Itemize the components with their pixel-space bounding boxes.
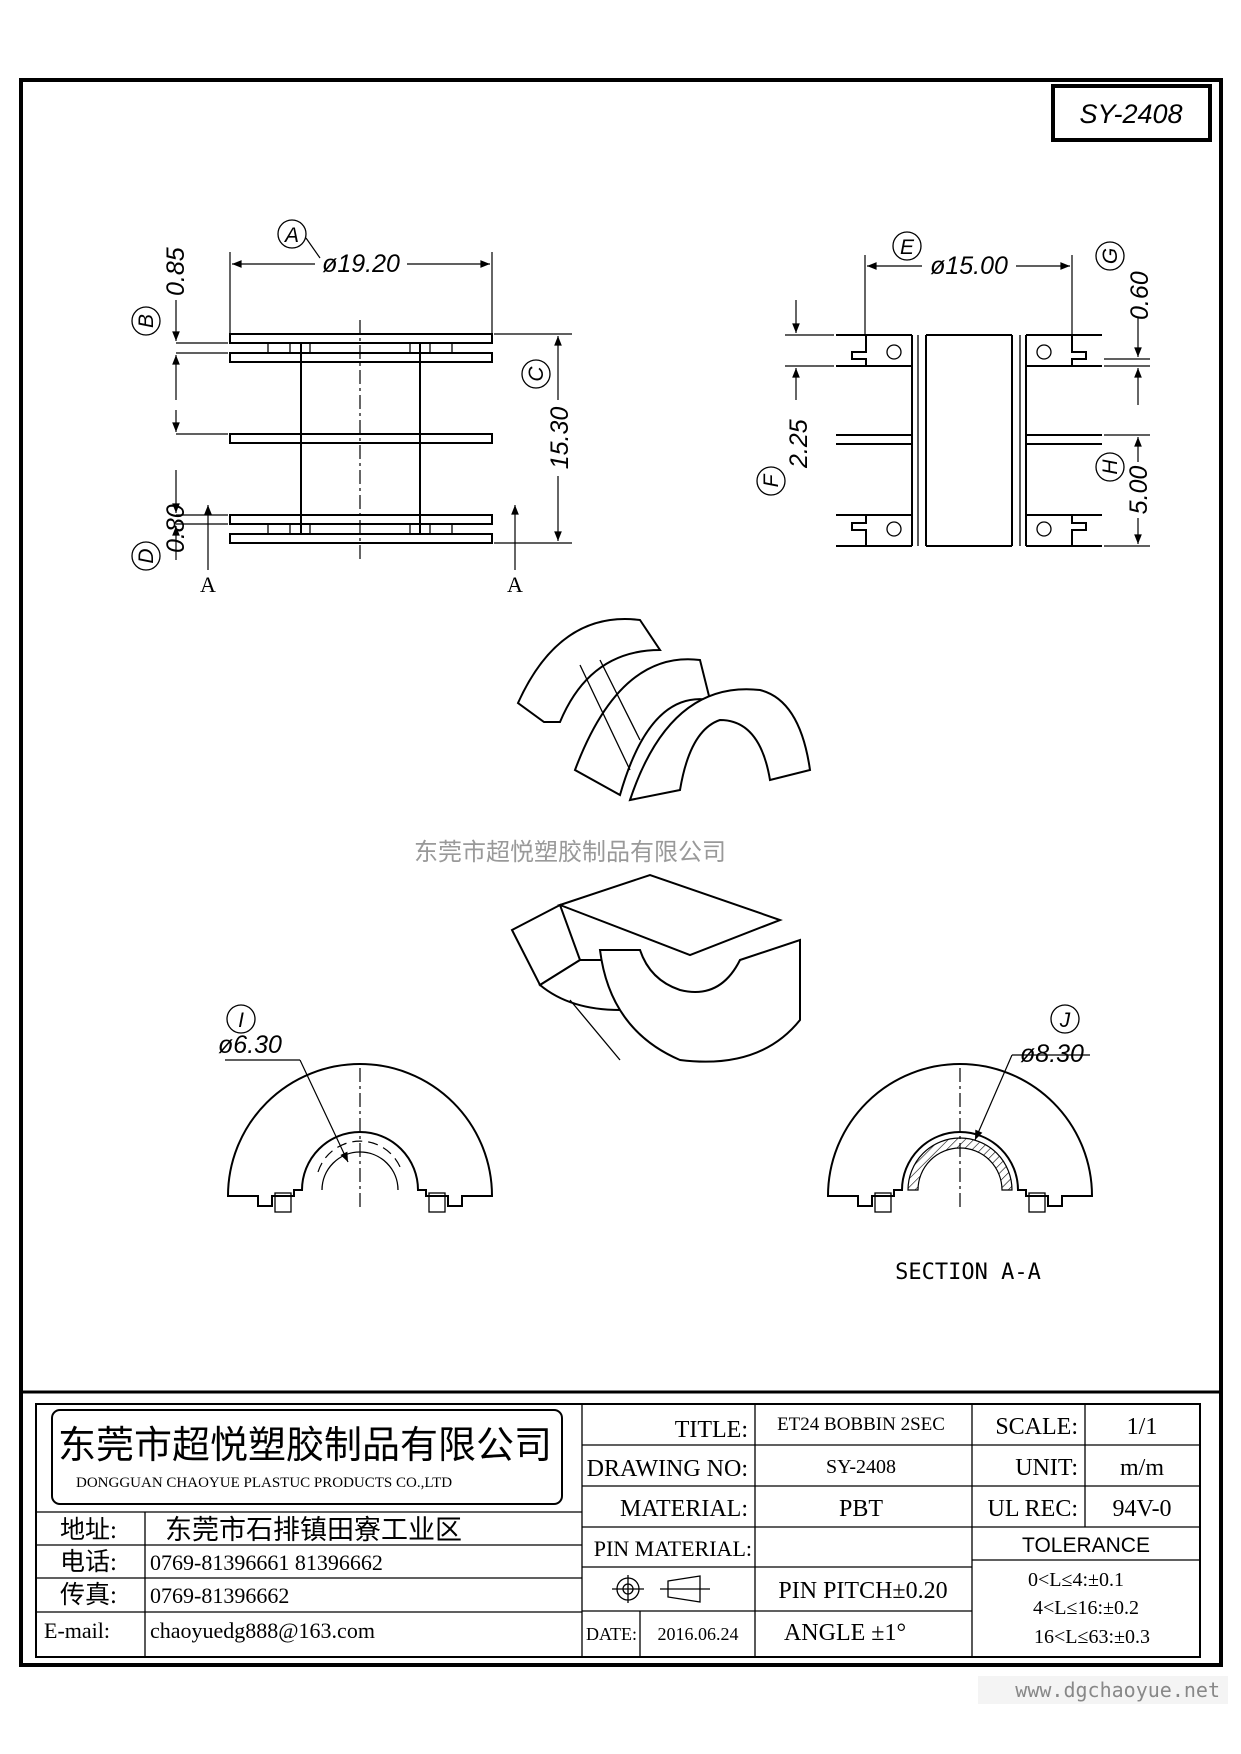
- address: 东莞市石排镇田寮工业区: [165, 1515, 462, 1545]
- company-name-en: DONGGUAN CHAOYUE PLASTUC PRODUCTS CO.,LT…: [76, 1475, 452, 1491]
- angle: ANGLE ±1°: [784, 1620, 906, 1646]
- dim-b-value: 0.85: [162, 247, 190, 296]
- phone-label: 电话:: [60, 1548, 117, 1576]
- unit-label: UNIT:: [1015, 1455, 1078, 1481]
- part-number-box: SY-2408: [1051, 84, 1212, 142]
- dim-j-value: ø8.30: [1020, 1040, 1084, 1068]
- scale-label: SCALE:: [995, 1414, 1078, 1440]
- sheet-border: [19, 78, 1223, 1667]
- scale-value: 1/1: [1127, 1414, 1158, 1440]
- section-mark-right: A: [507, 572, 523, 597]
- unit-value: m/m: [1120, 1455, 1164, 1481]
- date-value: 2016.06.24: [658, 1624, 739, 1644]
- pin-pitch: PIN PITCH±0.20: [778, 1578, 947, 1604]
- section-caption: SECTION A-A: [895, 1260, 1041, 1285]
- drawing-no-label: DRAWING NO:: [587, 1456, 748, 1482]
- drawing-no-value: SY-2408: [826, 1456, 896, 1478]
- email: chaoyuedg888@163.com: [150, 1618, 375, 1643]
- dim-d-value: 0.80: [162, 504, 190, 553]
- dim-g-tag: G: [1099, 248, 1122, 264]
- material-value: PBT: [839, 1496, 883, 1522]
- ul-value: 94V-0: [1112, 1496, 1171, 1522]
- watermark: 东莞市超悦塑胶制品有限公司: [414, 839, 726, 866]
- dim-i-value: ø6.30: [218, 1031, 282, 1059]
- bottom-left-view: ø6.30 I: [218, 1004, 494, 1213]
- pin-material-label: PIN MATERIAL:: [594, 1536, 752, 1561]
- dim-b-tag: B: [135, 314, 158, 328]
- isometric-lower-half: [510, 873, 801, 1063]
- date-label: DATE:: [586, 1624, 637, 1644]
- address-label: 地址:: [60, 1516, 117, 1544]
- top-view: ø19.20 A 0.85 B 15.30 C 0.80 D A A: [131, 219, 574, 597]
- dim-h-value: 5.00: [1125, 466, 1153, 515]
- ul-label: UL REC:: [988, 1496, 1078, 1522]
- dim-d-tag: D: [135, 548, 158, 563]
- site-url: www.dgchaoyue.net: [1015, 1678, 1220, 1702]
- company-name-cn: 东莞市超悦塑胶制品有限公司: [58, 1425, 552, 1467]
- dim-a-tag: A: [283, 224, 299, 247]
- dim-j-tag: J: [1059, 1009, 1071, 1032]
- dim-g-value: 0.60: [1126, 271, 1154, 320]
- tolerance-label: TOLERANCE: [1022, 1534, 1150, 1557]
- title-label: TITLE:: [675, 1417, 748, 1443]
- tolerance-range-1: 0<L≤4:±0.1: [1028, 1569, 1124, 1591]
- dim-e-tag: E: [900, 236, 915, 259]
- dim-c-tag: C: [525, 366, 548, 382]
- bottom-right-view: ø8.30 J SECTION A-A: [826, 1004, 1094, 1285]
- material-label: MATERIAL:: [620, 1496, 748, 1522]
- dim-f-tag: F: [760, 473, 783, 487]
- side-view: ø15.00 E 2.25 F 0.60 G 5.00 H: [756, 231, 1154, 547]
- dim-a-value: ø19.20: [322, 250, 400, 278]
- isometric-upper-half: [516, 618, 812, 802]
- dim-f-value: 2.25: [785, 419, 813, 469]
- title-value: ET24 BOBBIN 2SEC: [777, 1414, 945, 1435]
- phone: 0769-81396661 81396662: [150, 1550, 383, 1575]
- tolerance-range-2: 4<L≤16:±0.2: [1033, 1597, 1139, 1619]
- title-block: 东莞市超悦塑胶制品有限公司 DONGGUAN CHAOYUE PLASTUC P…: [21, 1390, 1221, 1658]
- tolerance-range-3: 16<L≤63:±0.3: [1034, 1626, 1150, 1648]
- email-label: E-mail:: [44, 1618, 110, 1643]
- dim-i-tag: I: [238, 1009, 244, 1032]
- fax: 0769-81396662: [150, 1583, 289, 1608]
- projection-symbol-icon: [612, 1575, 710, 1603]
- section-mark-left: A: [200, 572, 216, 597]
- part-number: SY-2408: [1079, 99, 1182, 129]
- fax-label: 传真:: [60, 1581, 117, 1609]
- dim-c-value: 15.30: [546, 407, 574, 470]
- dim-e-value: ø15.00: [930, 252, 1008, 280]
- dim-h-tag: H: [1099, 459, 1122, 475]
